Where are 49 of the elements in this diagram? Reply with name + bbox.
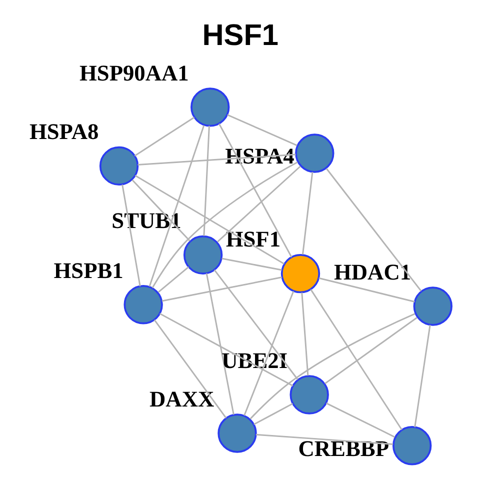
node-circle xyxy=(98,146,138,186)
connector xyxy=(121,184,140,286)
connector xyxy=(134,174,284,265)
connector xyxy=(159,312,293,386)
node-label: STUB1 xyxy=(111,208,181,234)
node-label: HSPA8 xyxy=(28,119,98,144)
connector xyxy=(131,180,190,242)
diagram-title: HSF1 xyxy=(202,19,278,52)
connector xyxy=(300,292,308,376)
connector xyxy=(255,434,393,446)
connector xyxy=(318,277,414,302)
connector xyxy=(151,162,298,288)
connector xyxy=(325,168,422,292)
connector xyxy=(137,154,296,166)
connector xyxy=(324,317,417,384)
connector xyxy=(310,289,402,430)
connector xyxy=(253,402,293,425)
connector xyxy=(205,273,234,415)
node-circle xyxy=(182,235,222,275)
node-label: HSP90AA1 xyxy=(78,60,188,86)
node-label: HSPB1 xyxy=(53,258,123,283)
node-circle xyxy=(412,286,452,326)
node-circle xyxy=(190,88,230,127)
node-label: HSF1 xyxy=(225,226,280,252)
node-circle xyxy=(294,134,334,173)
connector xyxy=(325,402,395,438)
connector xyxy=(134,116,194,156)
connector xyxy=(216,166,300,242)
connector xyxy=(301,172,313,255)
connector xyxy=(249,313,415,420)
node-label: CREBBP xyxy=(298,436,389,462)
node-circle xyxy=(217,414,256,453)
connector xyxy=(213,269,298,380)
node-circle xyxy=(280,254,320,294)
connector xyxy=(158,266,189,293)
connector xyxy=(161,276,282,302)
connector xyxy=(218,123,292,258)
connector xyxy=(153,319,226,418)
connector xyxy=(226,114,297,146)
connector xyxy=(414,324,430,428)
node-circle xyxy=(123,285,162,324)
node-circle xyxy=(289,375,328,414)
connector xyxy=(148,125,204,287)
connector xyxy=(221,258,282,271)
connector xyxy=(243,291,294,416)
node-label: HDAC1 xyxy=(333,259,411,284)
node-label: DAXX xyxy=(149,386,214,412)
connector xyxy=(202,126,210,236)
node-circle xyxy=(392,426,432,466)
